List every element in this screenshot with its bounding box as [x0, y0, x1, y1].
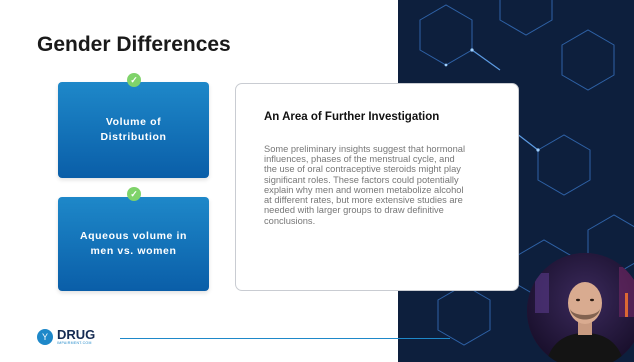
logo-text: DRUG IMPAIRMENT.COM — [57, 328, 95, 345]
logo-subtitle: IMPAIRMENT.COM — [57, 341, 92, 345]
factor-label: Aqueous volume in men vs. women — [79, 229, 188, 257]
slide-title: Gender Differences — [37, 33, 231, 56]
check-circle-icon: ✓ — [127, 73, 141, 87]
factor-label: Volume of Distribution — [100, 115, 167, 143]
brand-logo: Y DRUG IMPAIRMENT.COM — [37, 328, 95, 345]
footer-divider — [120, 338, 450, 339]
card-body: Some preliminary insights suggest that h… — [264, 144, 466, 226]
factor-box-volume-distribution: Volume of Distribution — [58, 82, 209, 178]
card-title: An Area of Further Investigation — [264, 111, 440, 123]
info-card: An Area of Further Investigation Some pr… — [235, 83, 519, 291]
factor-box-aqueous-volume: Aqueous volume in men vs. women — [58, 197, 209, 291]
presenter-avatar — [527, 253, 634, 362]
logo-word: DRUG — [57, 327, 96, 342]
presenter-webcam — [527, 253, 634, 362]
check-circle-icon: ✓ — [127, 187, 141, 201]
cocktail-glass-icon: Y — [37, 328, 53, 345]
